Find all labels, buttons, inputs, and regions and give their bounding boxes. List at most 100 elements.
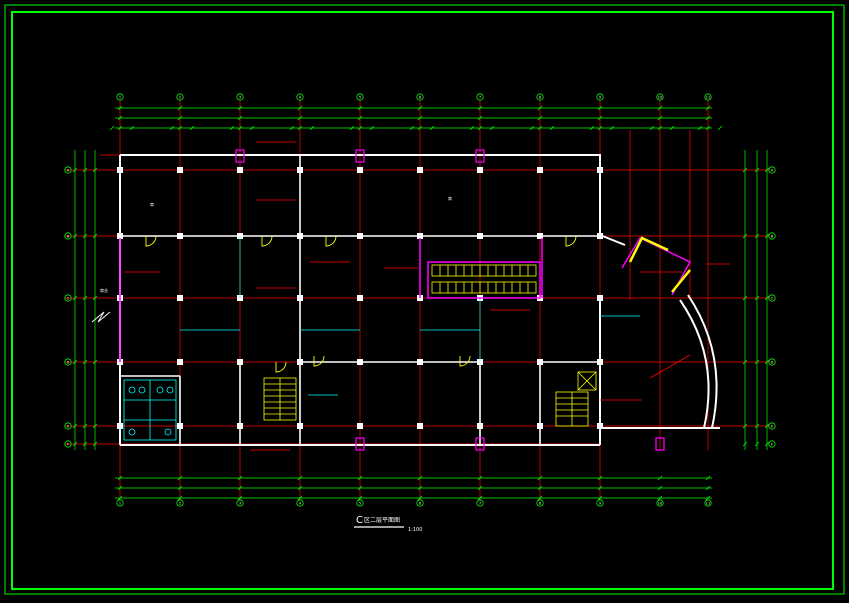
dimension-tick xyxy=(609,125,615,131)
dimension-tick xyxy=(237,125,243,131)
dimension-tick xyxy=(537,485,543,491)
dimension-tick xyxy=(357,485,363,491)
grid-bubble-bottom: 7 xyxy=(476,499,484,507)
column xyxy=(237,423,243,429)
dimension-tick xyxy=(82,295,88,301)
column xyxy=(177,423,183,429)
dimension-tick xyxy=(237,485,243,491)
svg-text:1: 1 xyxy=(119,502,121,506)
door-swings xyxy=(145,235,577,373)
dimension-tick xyxy=(742,423,748,429)
svg-text:E: E xyxy=(67,425,69,429)
drawing-scale: 1:100 xyxy=(408,527,422,533)
dimension-tick xyxy=(597,485,603,491)
outer-frame xyxy=(4,4,845,595)
svg-text:2: 2 xyxy=(179,96,181,100)
column xyxy=(177,233,183,239)
dimension-tick xyxy=(764,423,770,429)
dimension-tick xyxy=(754,295,760,301)
column xyxy=(237,359,243,365)
dimension-tick xyxy=(297,495,303,501)
dimension-tick xyxy=(477,115,483,121)
dimension-tick xyxy=(92,423,98,429)
dimension-tick xyxy=(764,359,770,365)
dimension-tick xyxy=(754,441,760,447)
column xyxy=(117,167,123,173)
dimension-tick xyxy=(537,495,543,501)
dimension-tick xyxy=(92,167,98,173)
svg-text:4: 4 xyxy=(299,502,302,506)
svg-text:11: 11 xyxy=(706,502,710,506)
dimension-tick xyxy=(742,295,748,301)
column xyxy=(477,167,483,173)
top-dimensions xyxy=(115,107,712,129)
left-side-label: 商业 xyxy=(100,287,108,293)
dimension-tick xyxy=(417,115,423,121)
bottom-dimensions xyxy=(115,477,712,499)
dimension-tick xyxy=(177,475,183,481)
grid-bubble-right: F xyxy=(768,440,776,448)
grid-bubble-bottom: 9 xyxy=(596,499,604,507)
dimension-tick xyxy=(477,105,483,111)
grid-bubble-bottom: 4 xyxy=(296,499,304,507)
column xyxy=(417,359,423,365)
dimension-tick xyxy=(417,485,423,491)
column xyxy=(177,359,183,365)
column xyxy=(237,167,243,173)
drawing-title: 区二层平面图 xyxy=(364,517,400,524)
column xyxy=(417,167,423,173)
svg-text:F: F xyxy=(67,443,69,447)
svg-text:2: 2 xyxy=(179,502,181,506)
dimension-tick xyxy=(597,105,603,111)
dimension-tick xyxy=(177,115,183,121)
grid-bubble-top: 1 xyxy=(116,93,124,101)
dimension-tick xyxy=(117,105,123,111)
column xyxy=(117,423,123,429)
dimension-tick xyxy=(82,233,88,239)
grid-bubble-top: 11 xyxy=(704,93,712,101)
svg-text:B: B xyxy=(67,235,70,239)
dimension-tick xyxy=(117,125,123,131)
grid-bubble-bottom: 1 xyxy=(116,499,124,507)
svg-text:9: 9 xyxy=(599,502,601,506)
dimension-tick xyxy=(477,485,483,491)
grid-bubble-bottom: 10 xyxy=(656,499,664,507)
svg-text:F: F xyxy=(771,443,773,447)
grid-bubble-bottom: 5 xyxy=(356,499,364,507)
column xyxy=(357,359,363,365)
svg-text:3: 3 xyxy=(239,502,241,506)
dimension-tick xyxy=(297,105,303,111)
grid-bubble-bottom: 11 xyxy=(704,499,712,507)
dimension-tick xyxy=(764,233,770,239)
column xyxy=(597,359,603,365)
dimension-tick xyxy=(469,125,475,131)
dimension-tick xyxy=(764,167,770,173)
dimension-tick xyxy=(657,485,663,491)
grid-bubble-bottom: 3 xyxy=(236,499,244,507)
cyan-dimension-marks xyxy=(180,236,640,396)
dimension-tick xyxy=(417,495,423,501)
svg-text:A: A xyxy=(771,169,774,173)
dimension-tick xyxy=(169,125,175,131)
column xyxy=(297,167,303,173)
svg-text:8: 8 xyxy=(539,502,541,506)
dimension-tick xyxy=(249,125,255,131)
inner-frame xyxy=(11,11,834,590)
svg-text:1: 1 xyxy=(119,96,121,100)
dimension-tick xyxy=(417,475,423,481)
dimension-tick xyxy=(92,441,98,447)
grid-bubble-left: C xyxy=(64,294,72,302)
dimension-tick xyxy=(72,233,78,239)
column xyxy=(597,233,603,239)
svg-text:5: 5 xyxy=(359,96,361,100)
column xyxy=(597,295,603,301)
escalator-stair xyxy=(431,264,537,294)
dimension-tick xyxy=(117,475,123,481)
column xyxy=(597,167,603,173)
column xyxy=(357,295,363,301)
dimension-tick xyxy=(764,441,770,447)
right-dimensions xyxy=(744,150,768,450)
stair-left xyxy=(263,377,297,421)
dimension-tick xyxy=(369,125,375,131)
